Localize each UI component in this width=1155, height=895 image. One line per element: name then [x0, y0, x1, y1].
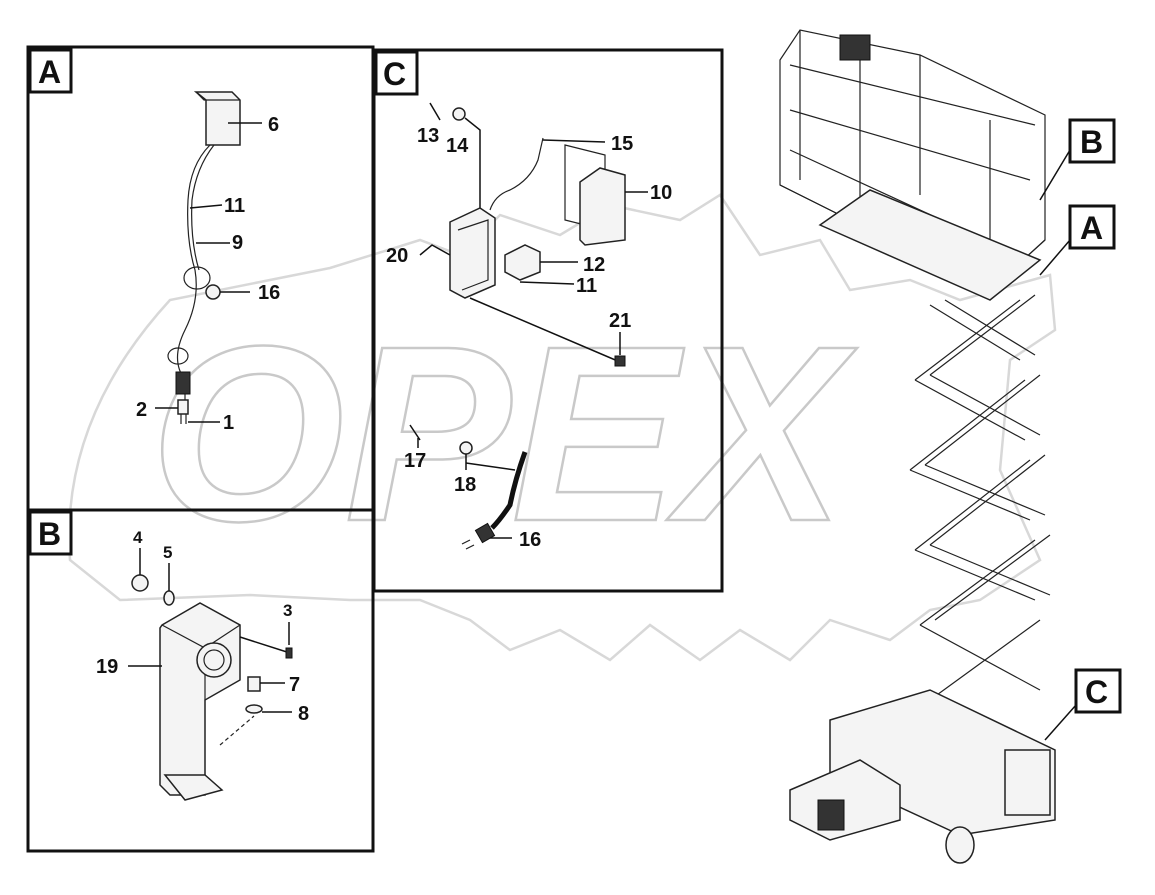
callout-c-20: 20 [386, 245, 408, 267]
panel-c-letter: C [383, 56, 406, 92]
callout-b-4: 4 [133, 528, 143, 547]
callout-b-7: 7 [289, 674, 300, 696]
power-cord [176, 144, 211, 405]
watermark-text: OPEX [150, 294, 858, 573]
callout-c-15: 15 [611, 133, 633, 155]
cord-part [490, 451, 528, 530]
machine-tags: B A C [1039, 118, 1122, 741]
cable-part [489, 137, 544, 211]
callout-a-2: 2 [136, 399, 147, 421]
machine-tag-b-letter: B [1080, 124, 1103, 160]
scissor-lift-illustration [779, 29, 1056, 864]
callout-a-1: 1 [223, 412, 234, 434]
wheel [945, 826, 975, 864]
callout-a-11: 11 [224, 195, 245, 217]
housing-part [449, 207, 496, 299]
light-block [579, 167, 626, 246]
machine-tag-c [1074, 668, 1122, 714]
callout-b-5: 5 [163, 543, 172, 562]
plug-part [175, 371, 191, 395]
panel-c-tag [374, 50, 419, 96]
panel-a: A 6 11 9 16 2 1 [26, 45, 375, 512]
panel-b-tag [28, 510, 73, 556]
callout-b-19: 19 [96, 656, 118, 678]
callout-c-10: 10 [650, 182, 672, 204]
watermark-gear-outline [68, 193, 1057, 662]
panel-b: B 4 5 3 19 7 8 [26, 508, 375, 853]
callout-c-14: 14 [446, 135, 469, 157]
callout-c-13: 13 [417, 125, 439, 147]
callout-c-11: 11 [576, 275, 597, 297]
panel-a-letter: A [38, 54, 61, 90]
receptacle-bracket [159, 602, 241, 796]
callout-c-18: 18 [454, 474, 476, 496]
panel-c: C 13 14 15 [372, 48, 724, 593]
callout-c-17: 17 [404, 450, 426, 472]
panel-b-frame [26, 508, 375, 853]
scissor-arms [909, 294, 1051, 701]
callout-b-3: 3 [283, 601, 292, 620]
machine-tag-c-letter: C [1085, 674, 1108, 710]
machine-tag-b [1068, 118, 1116, 164]
callout-c-12: 12 [583, 254, 605, 276]
panel-c-frame [372, 48, 724, 593]
control-box [839, 34, 871, 61]
callout-b-8: 8 [298, 703, 309, 725]
callout-c-21: 21 [609, 310, 631, 332]
callout-a-6: 6 [268, 114, 279, 136]
machine-tag-a [1068, 204, 1116, 250]
machine-tag-a-letter: A [1080, 210, 1103, 246]
callout-c-16: 16 [519, 529, 541, 551]
callout-a-9: 9 [232, 232, 243, 254]
panel-a-tag [28, 48, 73, 94]
callout-a-16: 16 [258, 282, 280, 304]
panel-b-letter: B [38, 516, 61, 552]
watermark: OPEX [68, 193, 1057, 662]
